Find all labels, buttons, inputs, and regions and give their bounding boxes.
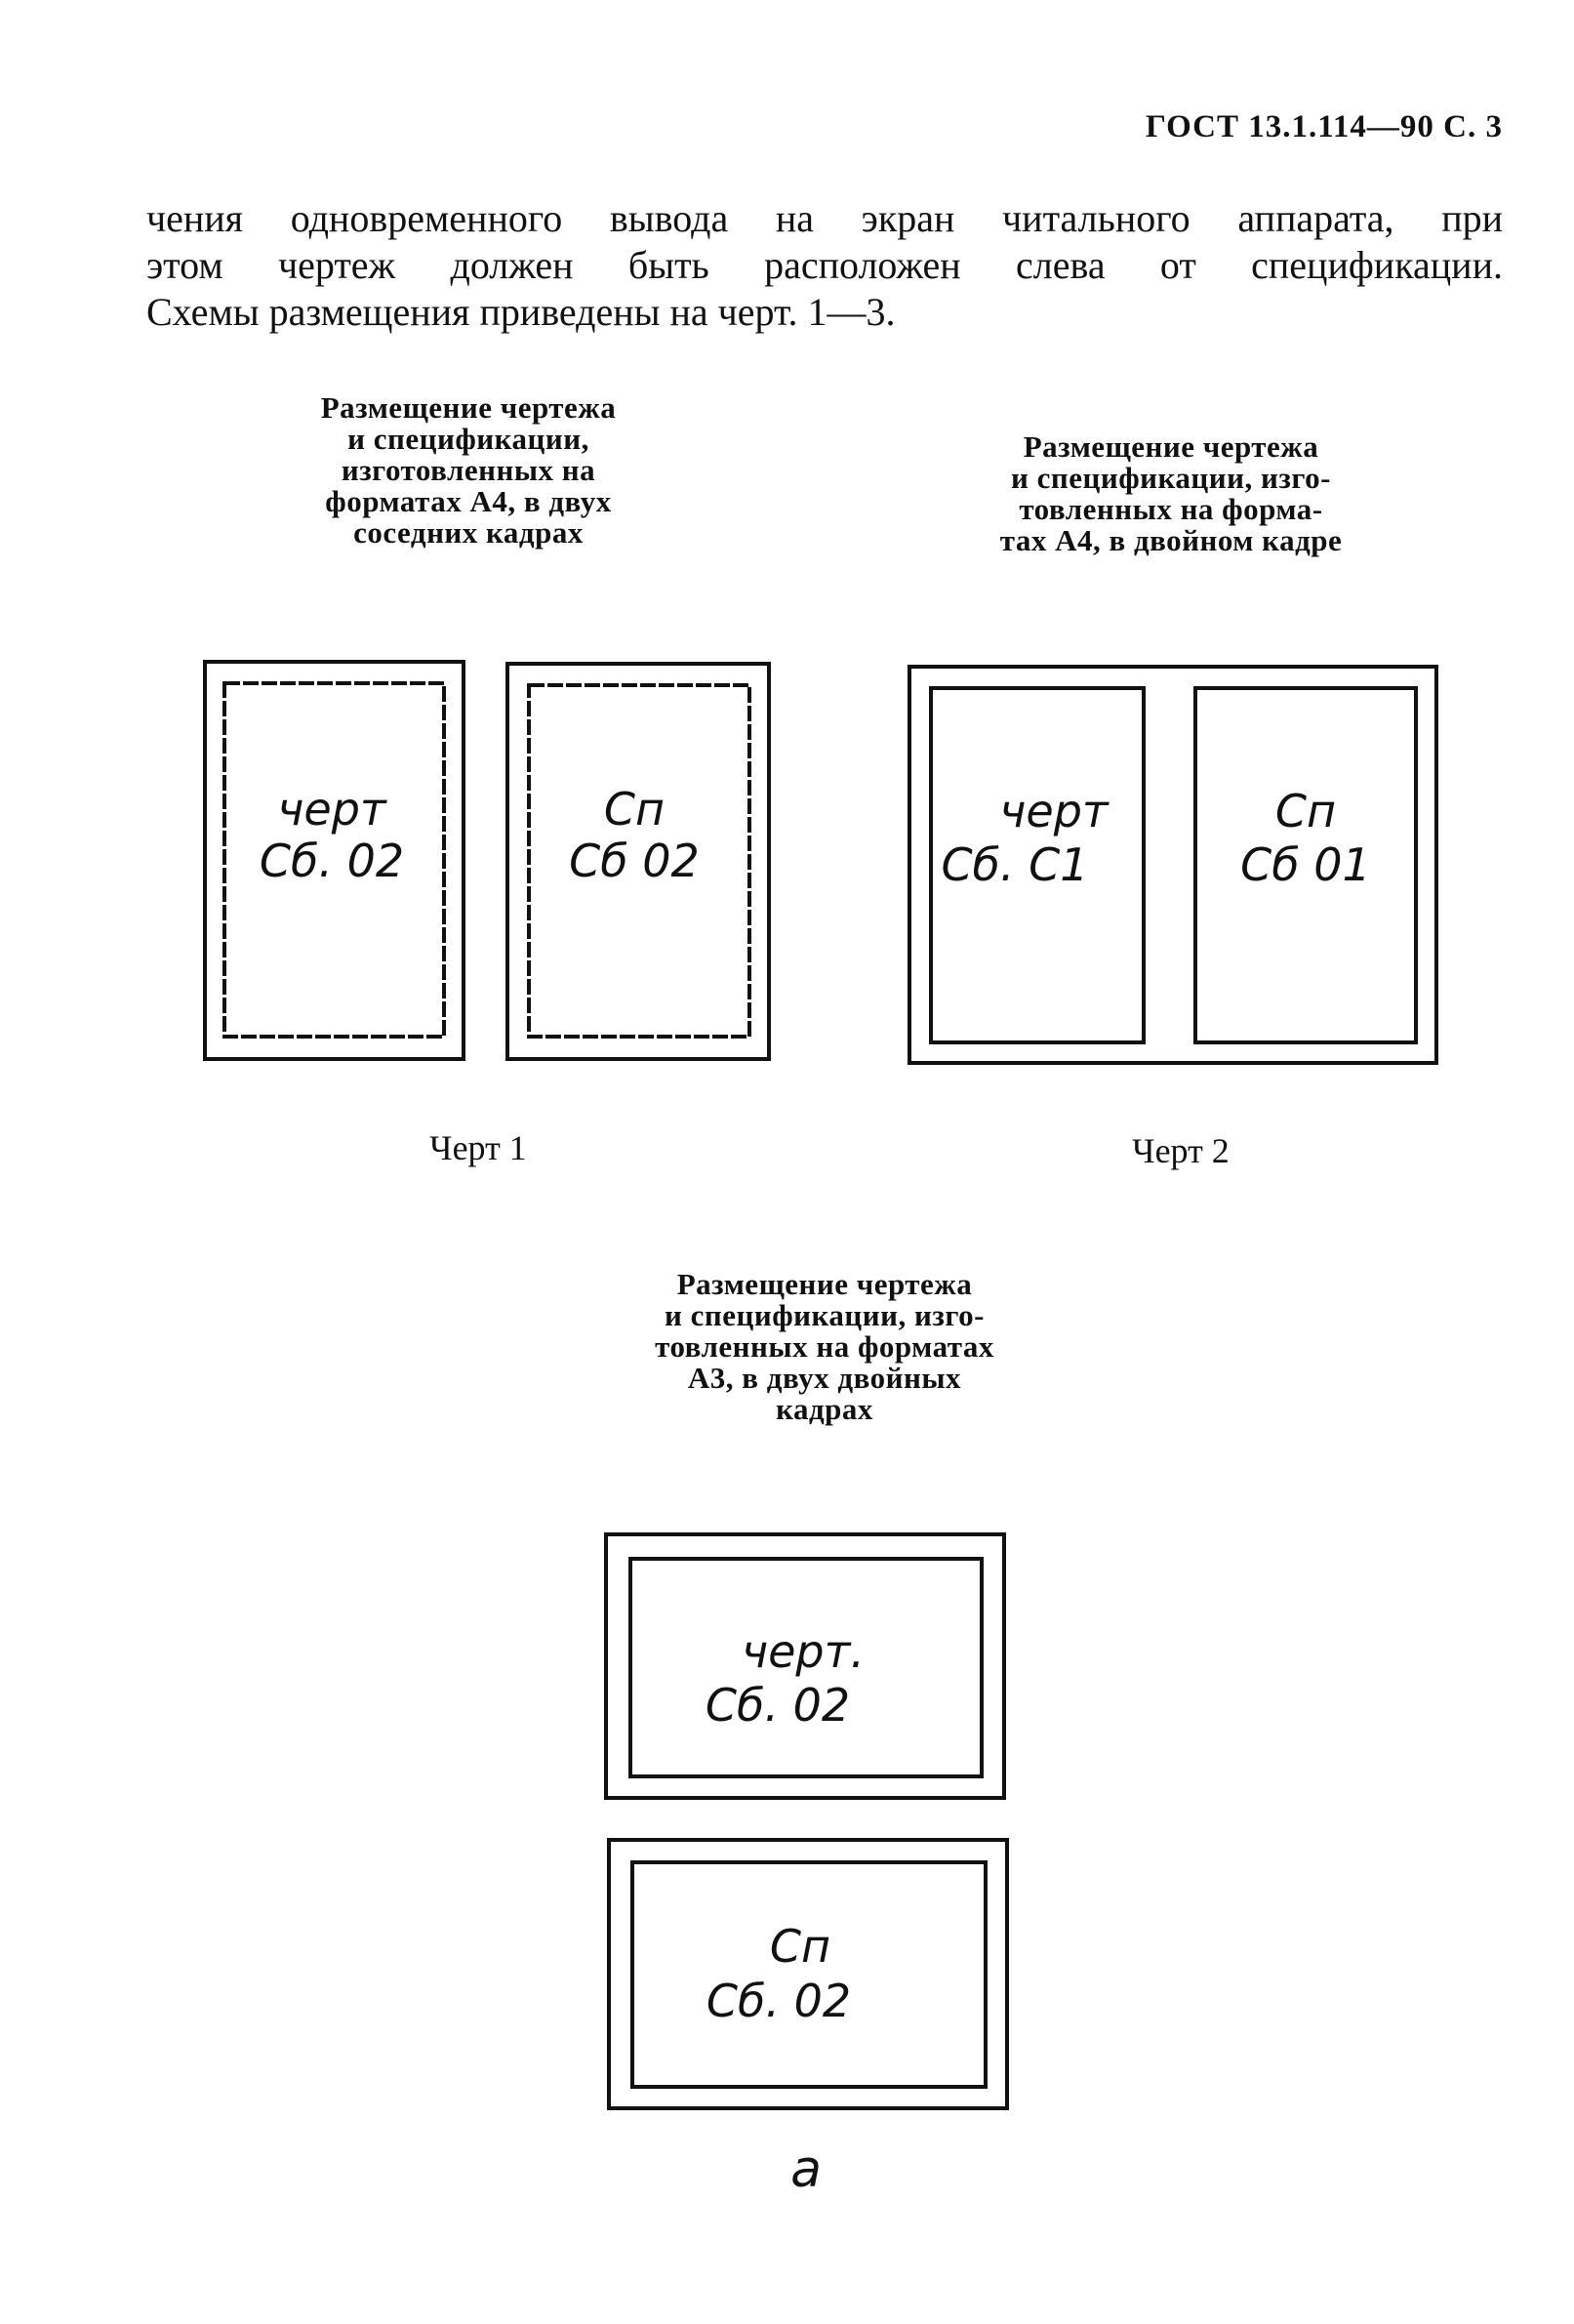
- caption-line: товленных на форма-: [1019, 492, 1323, 526]
- fig1-right-inner-frame: [527, 683, 751, 1039]
- caption-line: товленных на форматах: [655, 1329, 994, 1364]
- fig1-label: Черт 1: [429, 1128, 527, 1167]
- fig3-bottom-line2: Сб. 02: [706, 1975, 851, 2027]
- fig3-bottom-line1: Сп: [770, 1920, 830, 1973]
- fig3-top-line2: Сб. 02: [706, 1679, 850, 1732]
- page-header: ГОСТ 13.1.114—90 С. 3: [1145, 109, 1503, 144]
- fig1-right-line1: Сп: [604, 783, 665, 836]
- fig3-top-inner-frame: [628, 1557, 984, 1778]
- fig1-left-line2: Сб. 02: [260, 835, 404, 887]
- fig2-caption: Размещение чертежа и спецификации, изго-…: [942, 431, 1400, 556]
- caption-line: Размещение чертежа: [1023, 429, 1319, 464]
- fig1-left-line1: черт: [277, 783, 387, 836]
- fig3-bottom-outer-frame: [607, 1838, 1009, 2110]
- caption-line: тах А4, в двойном кадре: [999, 523, 1343, 557]
- fig3-bottom-inner-frame: [630, 1860, 988, 2089]
- caption-line: изготовленных на: [341, 453, 596, 487]
- fig1-right-line2: Сб 02: [569, 835, 700, 887]
- fig3-top-outer-frame: [604, 1532, 1006, 1800]
- fig2-left-line2: Сб. С1: [941, 838, 1088, 891]
- fig2-label: Черт 2: [1132, 1131, 1230, 1170]
- fig2-left-line1: черт: [999, 785, 1110, 837]
- caption-line: и спецификации,: [347, 422, 589, 456]
- fig1-caption: Размещение чертежа и спецификации, изгот…: [263, 392, 673, 549]
- caption-line: и спецификации, изго-: [665, 1298, 985, 1332]
- fig2-right-line2: Сб 01: [1240, 838, 1371, 891]
- caption-line: соседних кадрах: [353, 515, 584, 550]
- paragraph-line: этом чертеж должен быть расположен слева…: [146, 243, 1503, 287]
- fig1-right-outer-frame: [505, 662, 771, 1061]
- caption-line: А3, в двух двойных: [687, 1361, 962, 1395]
- fig3-caption: Размещение чертежа и спецификации, изго-…: [610, 1269, 1039, 1425]
- caption-line: Размещение чертежа: [676, 1267, 973, 1301]
- fig1-left-outer-frame: [203, 660, 465, 1061]
- fig2-outer-frame: [908, 665, 1438, 1065]
- caption-line: кадрах: [776, 1392, 873, 1426]
- fig3-sublabel: а: [790, 2141, 822, 2199]
- caption-line: форматах А4, в двух: [325, 484, 612, 518]
- paragraph-line: Схемы размещения приведены на черт. 1—3.: [146, 290, 896, 334]
- caption-line: Размещение чертежа: [320, 390, 617, 425]
- fig2-right-line1: Сп: [1275, 785, 1336, 837]
- paragraph-line: чения одновременного вывода на экран чит…: [146, 196, 1503, 240]
- body-paragraph: чения одновременного вывода на экран чит…: [146, 195, 1503, 336]
- fig1-left-inner-frame: [222, 681, 446, 1039]
- fig3-top-line1: черт.: [742, 1625, 865, 1678]
- caption-line: и спецификации, изго-: [1011, 461, 1331, 495]
